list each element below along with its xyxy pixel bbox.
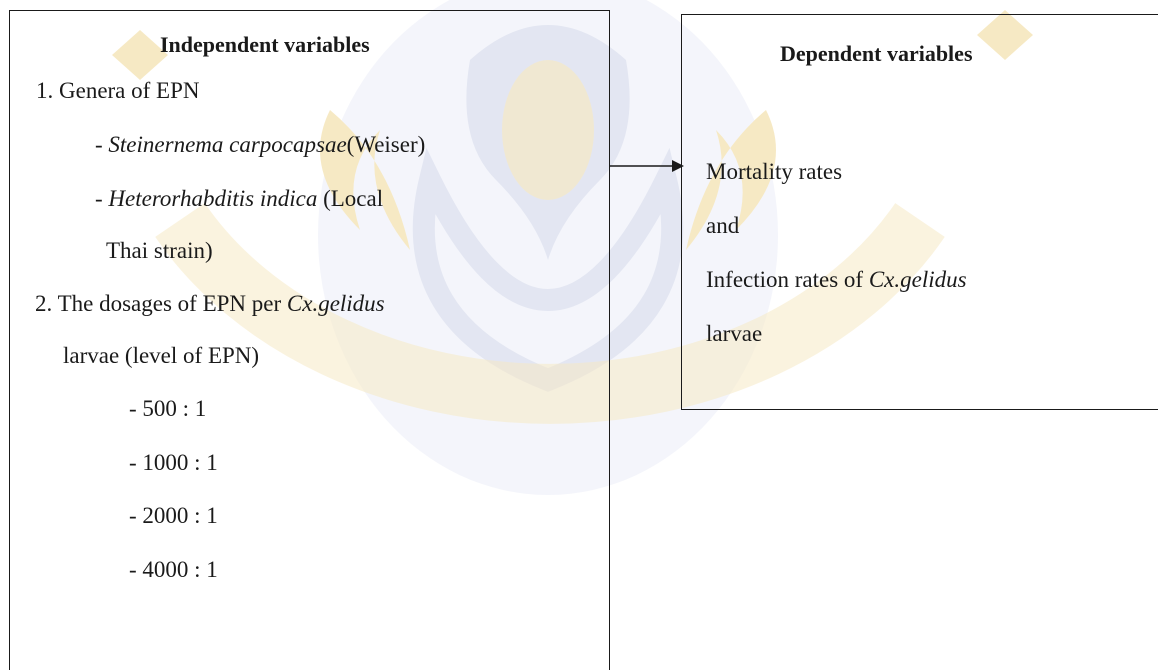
dosage-item-cont: larvae (level of EPN): [63, 343, 260, 368]
dependent-infection: Infection rates of Cx.gelidus: [706, 267, 967, 292]
genera-item: 1. Genera of EPN: [36, 78, 200, 103]
dosage-level: - 2000 : 1: [129, 503, 218, 528]
dosage-level: - 1000 : 1: [129, 450, 218, 475]
dependent-and: and: [706, 213, 740, 238]
genus-steinernema-name: Steinernema carpocapsae: [108, 132, 347, 157]
dependent-species: Cx.gelidus: [868, 267, 967, 292]
dosage-level: - 4000 : 1: [129, 557, 218, 582]
genus-heterorhabditis-strain-cont: Thai strain): [106, 238, 213, 263]
dependent-heading: Dependent variables: [780, 41, 973, 66]
independent-heading: Independent variables: [160, 32, 370, 57]
genus-heterorhabditis-strain: (Local: [317, 186, 384, 211]
dosage-species: Cx.gelidus: [286, 291, 385, 316]
dependent-mortality: Mortality rates: [706, 159, 843, 184]
dosage-level: - 500 : 1: [129, 396, 207, 421]
independent-variables-box: [9, 10, 610, 670]
genus-heterorhabditis-name: Heterorhabditis indica: [108, 186, 318, 211]
relationship-arrow: [610, 160, 684, 172]
dosage-item: 2. The dosages of EPN per Cx.gelidus: [35, 291, 385, 316]
dependent-larvae: larvae: [706, 321, 763, 346]
dependent-variables-box: [681, 14, 1158, 410]
genus-heterorhabditis: - Heterorhabditis indica (Local: [95, 186, 384, 211]
genus-steinernema-author: (Weiser): [346, 132, 426, 157]
genus-steinernema: - Steinernema carpocapsae(Weiser): [95, 132, 426, 157]
